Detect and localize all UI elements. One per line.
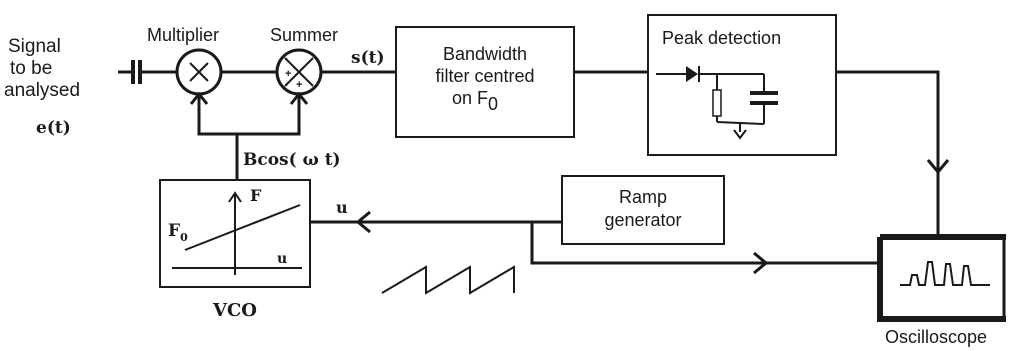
oscilloscope-block	[877, 234, 1006, 322]
ramp-label-line-2: generator	[604, 210, 681, 230]
ground-icon	[733, 129, 747, 140]
summer-output-label: s(t)	[351, 48, 385, 68]
filter-label-line-2: filter centred	[435, 66, 534, 86]
sawtooth-waveform-icon	[381, 265, 515, 295]
svg-text:+: +	[296, 79, 302, 91]
filter-label-line-1: Bandwidth	[443, 44, 527, 64]
peak-detection-label: Peak detection	[662, 28, 781, 48]
oscilloscope-trace-icon	[900, 261, 990, 286]
vco-f0-label: F0	[168, 221, 188, 244]
bandwidth-filter-block	[395, 26, 575, 138]
input-label: Signal to be analysed	[4, 36, 80, 101]
multiplier-symbol	[175, 48, 223, 96]
input-capacitor	[118, 60, 176, 84]
input-label-line-2: to be	[10, 58, 52, 79]
vco-axis-u-label: u	[277, 251, 287, 267]
ramp-generator-block	[561, 175, 725, 245]
filter-f0-subscript: 0	[488, 94, 498, 114]
summer-label: Summer	[270, 25, 338, 45]
multiplier-label: Multiplier	[147, 25, 219, 45]
wire-peak-oscilloscope	[836, 70, 950, 237]
svg-text:+: +	[285, 68, 291, 80]
input-label-line-3: analysed	[4, 80, 80, 101]
filter-label-line-3: on F0	[452, 88, 498, 114]
peak-detection-block	[647, 14, 837, 156]
oscilloscope-label: Oscilloscope	[885, 327, 987, 347]
resistor-icon	[712, 89, 722, 117]
input-label-line-1: Signal	[8, 36, 61, 57]
ramp-label-line-1: Ramp	[619, 187, 667, 207]
vco-transfer-graph	[172, 191, 302, 275]
wire-vco-feedback	[189, 91, 309, 180]
diode-icon	[686, 66, 698, 82]
peak-detector-circuit	[656, 66, 778, 140]
wire-ramp-vco	[310, 210, 562, 234]
vco-feedback-label: Bcos( ω t)	[243, 150, 341, 170]
vco-axis-f-label: F	[250, 186, 262, 205]
summer-symbol: + +	[275, 48, 323, 96]
vco-label: VCO	[212, 300, 257, 321]
wire-ramp-oscilloscope	[530, 222, 880, 275]
input-symbol: e(t)	[36, 118, 71, 138]
ramp-output-label: u	[336, 198, 348, 217]
vco-f0-subscript: 0	[180, 231, 188, 244]
